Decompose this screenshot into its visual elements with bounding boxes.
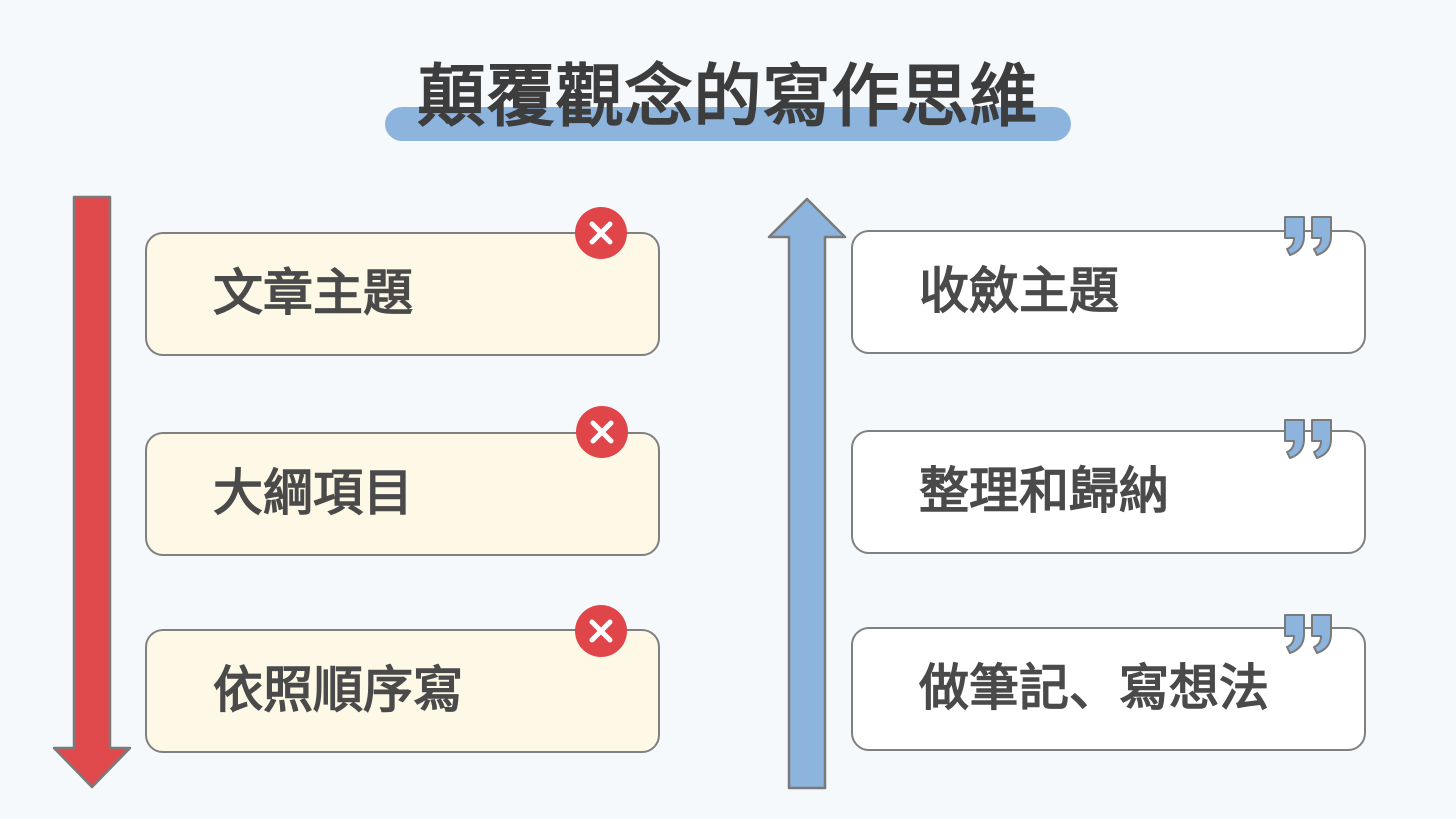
title-highlight (385, 107, 1071, 141)
right-card-label: 整理和歸納 (919, 462, 1169, 520)
title-block: 顛覆觀念的寫作思維 (0, 52, 1456, 152)
x-circle-icon (576, 406, 628, 458)
left-card-label: 依照順序寫 (213, 661, 463, 719)
quote-icon (1284, 216, 1332, 256)
left-card-2: 大綱項目 (145, 432, 660, 556)
right-card-label: 收斂主題 (919, 262, 1119, 320)
x-circle-icon (575, 605, 627, 657)
quote-icon (1284, 419, 1332, 459)
quote-icon (1284, 614, 1332, 654)
left-card-label: 文章主題 (213, 264, 413, 322)
left-card-1: 文章主題 (145, 232, 660, 356)
right-card-1: 收斂主題 (851, 230, 1366, 354)
down-arrow (52, 195, 132, 789)
right-card-3: 做筆記、寫想法 (851, 627, 1366, 751)
right-card-label: 做筆記、寫想法 (919, 659, 1269, 717)
left-card-3: 依照順序寫 (145, 629, 660, 753)
right-card-2: 整理和歸納 (851, 430, 1366, 554)
x-circle-icon (575, 207, 627, 259)
page-title: 顛覆觀念的寫作思維 (417, 58, 1039, 137)
up-arrow (767, 197, 847, 790)
left-card-label: 大綱項目 (213, 464, 413, 522)
